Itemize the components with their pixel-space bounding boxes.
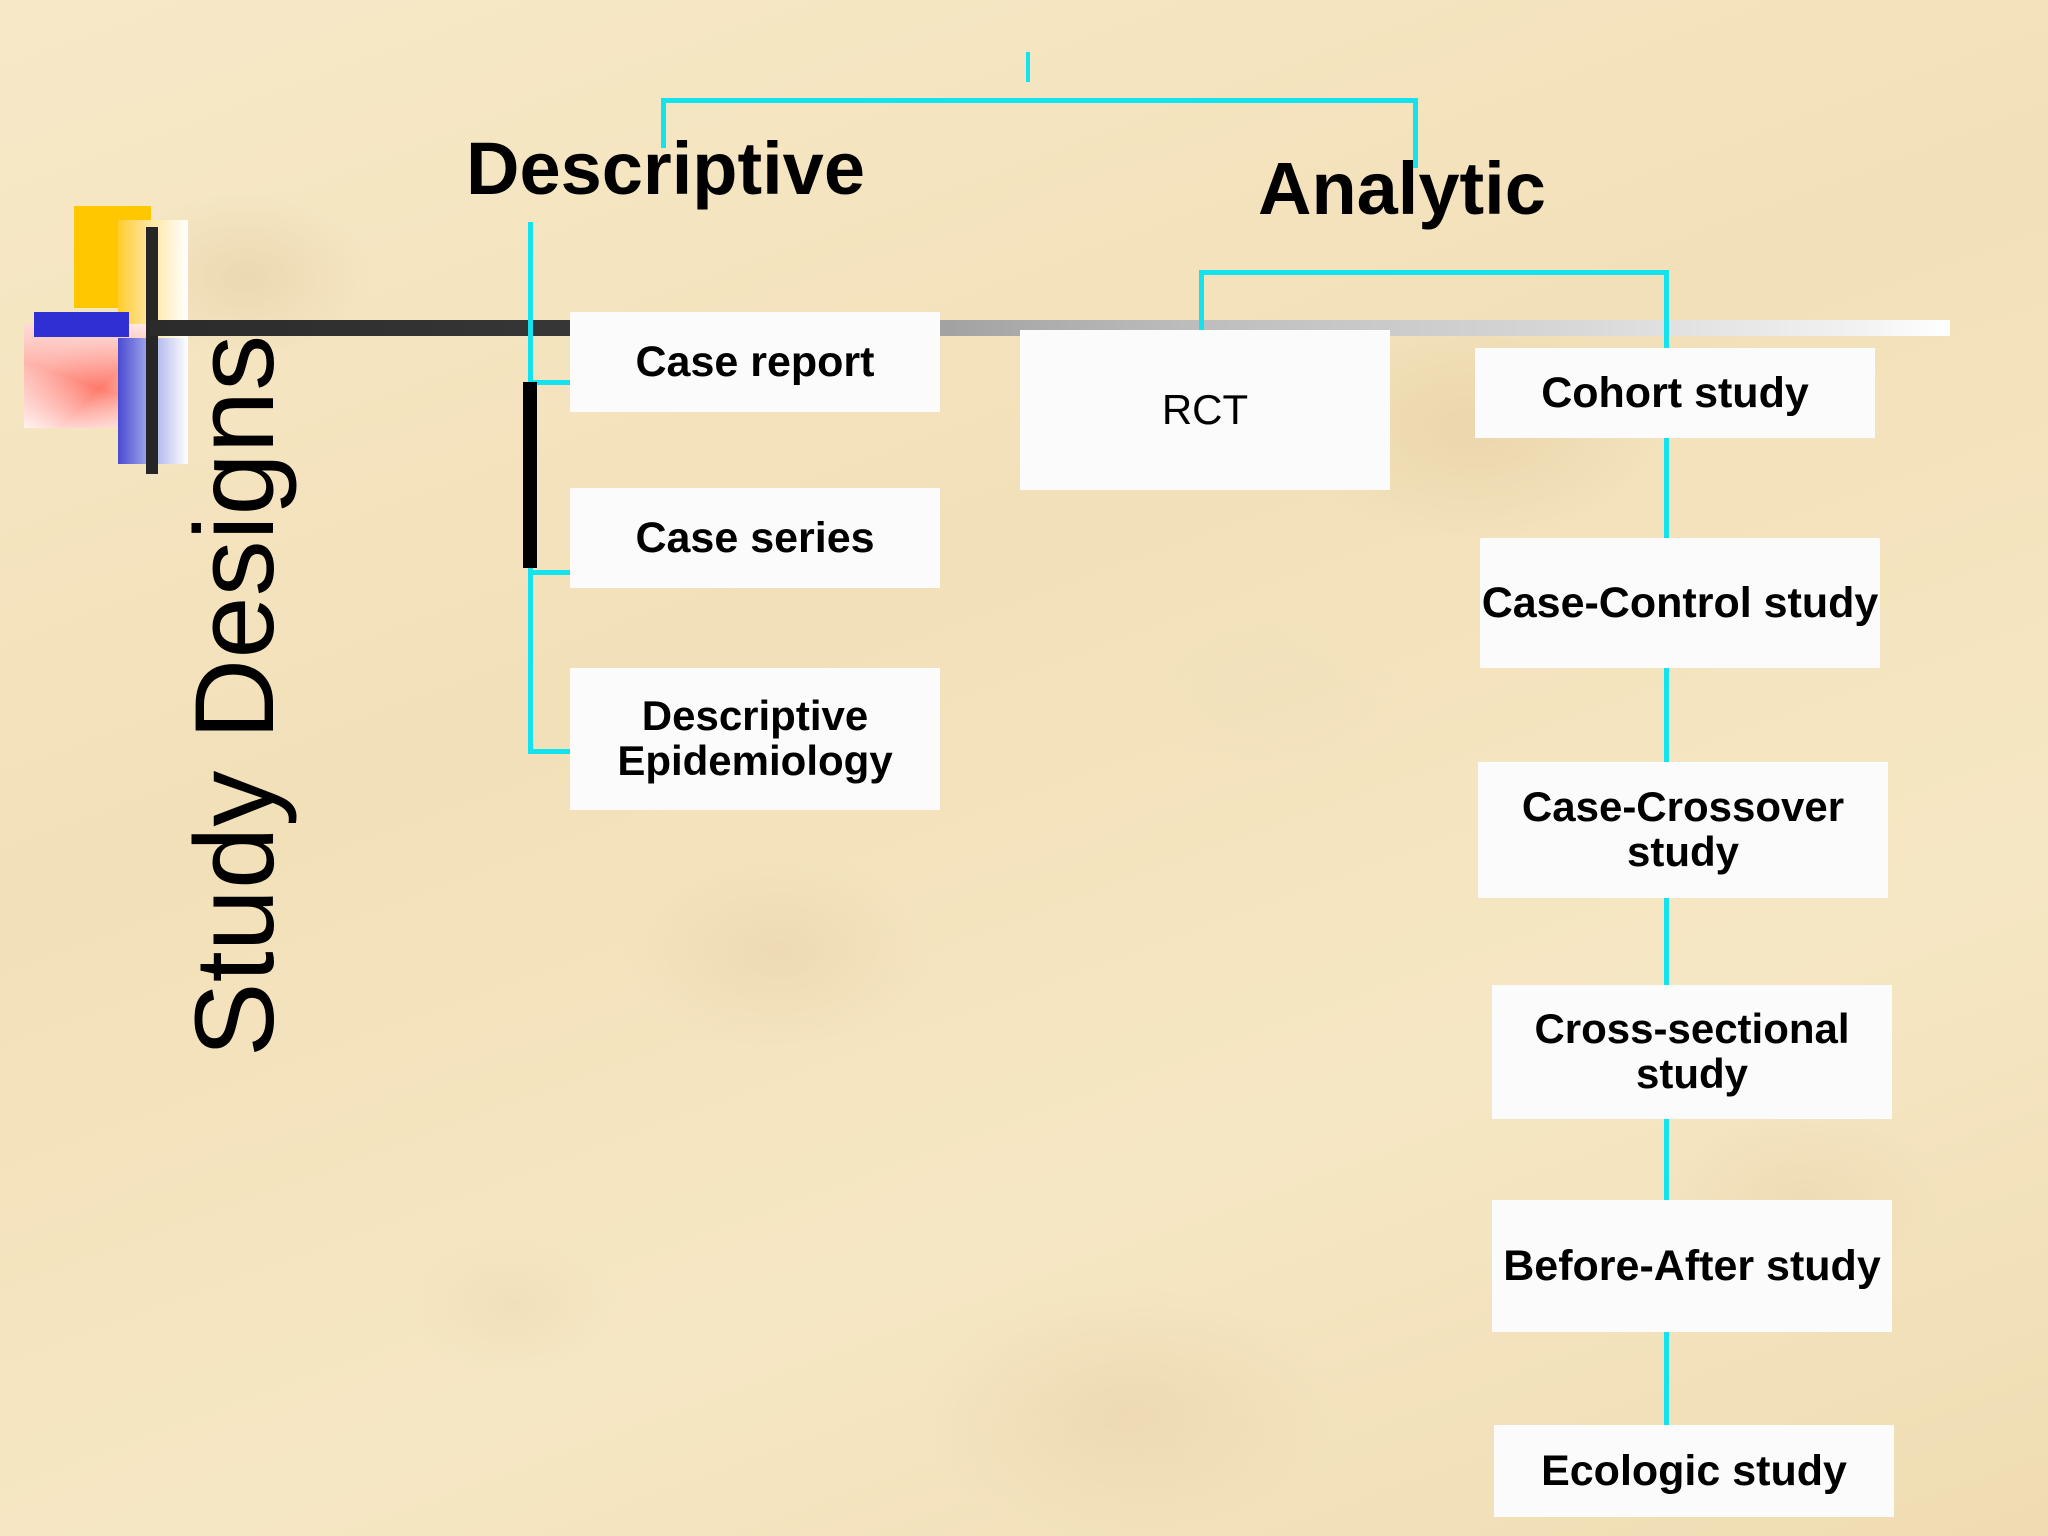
- connector-drop-analytic: [1413, 98, 1418, 168]
- box-case-crossover-study[interactable]: Case-Crossover study: [1478, 762, 1888, 898]
- connector-segment-casecontrol-crossover: [1664, 644, 1669, 774]
- box-case-series[interactable]: Case series: [570, 488, 940, 588]
- connector-segment-crossover-crosssectional: [1664, 870, 1669, 988]
- connector-stub-case-series: [528, 570, 598, 575]
- connector-segment-crosssectional-beforeafter: [1664, 1090, 1669, 1210]
- connector-root-stub: [1026, 52, 1030, 82]
- box-rct[interactable]: RCT: [1020, 330, 1390, 490]
- box-ecologic-study[interactable]: Ecologic study: [1494, 1425, 1894, 1517]
- connector-analytic-bracket: [1199, 270, 1669, 275]
- decoration-blue-bar: [34, 312, 129, 337]
- decoration-vertical-rule: [146, 227, 158, 474]
- box-case-control-study[interactable]: Case-Control study: [1480, 538, 1880, 668]
- heading-analytic: Analytic: [1258, 147, 1546, 230]
- box-cross-sectional-study[interactable]: Cross-sectional study: [1492, 985, 1892, 1119]
- page-title: Study Designs: [172, 334, 297, 1058]
- connector-drop-rct: [1199, 270, 1204, 358]
- box-case-report[interactable]: Case report: [570, 312, 940, 412]
- connector-stub-descriptive-epi: [528, 749, 598, 754]
- connector-drop-observational: [1664, 270, 1669, 350]
- connector-segment-beforeafter-ecologic: [1664, 1330, 1669, 1435]
- connector-top-bracket: [661, 98, 1418, 103]
- connector-stub-case-report: [528, 380, 598, 385]
- box-cohort-study[interactable]: Cohort study: [1475, 348, 1875, 438]
- box-before-after-study[interactable]: Before-After study: [1492, 1200, 1892, 1332]
- connector-drop-descriptive: [661, 98, 666, 148]
- box-descriptive-epidemiology[interactable]: Descriptive Epidemiology: [570, 668, 940, 810]
- black-emphasis-bar: [523, 382, 537, 568]
- connector-segment-cohort-casecontrol: [1664, 348, 1669, 548]
